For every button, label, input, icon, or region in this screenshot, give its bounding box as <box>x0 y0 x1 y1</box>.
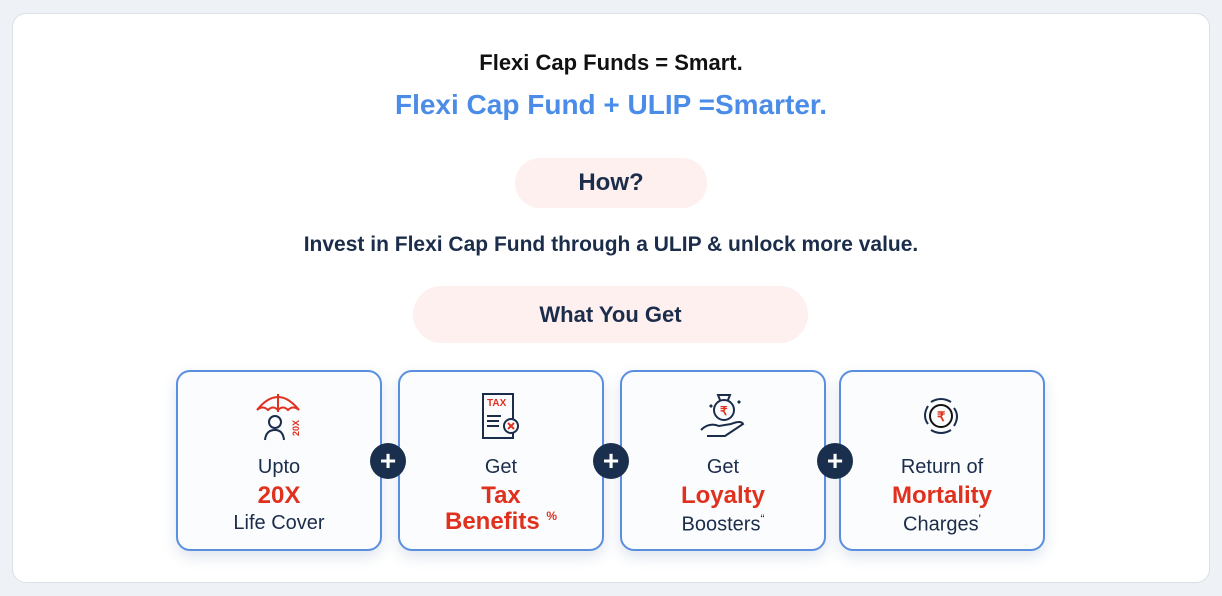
what-you-get-pill: What You Get <box>413 286 808 343</box>
benefit-card-life-cover: 20X Upto 20X Life Cover <box>176 370 382 551</box>
benefit-card-mortality: ₹ Return of Mortality Charges' <box>839 370 1045 551</box>
subheadline: Flexi Cap Fund + ULIP =Smarter. <box>394 89 828 120</box>
footnote-mark: ' <box>978 512 981 526</box>
footnote-mark: % <box>546 509 558 523</box>
card-line1: Upto <box>257 456 301 478</box>
plus-icon: + <box>817 443 853 479</box>
rupee-cycle-icon: ₹ <box>924 398 958 434</box>
svg-text:TAX: TAX <box>487 398 507 409</box>
invest-text: Invest in Flexi Cap Fund through a ULIP … <box>303 233 919 256</box>
benefit-card-loyalty: ₹ Get Loyalty Boosters“ <box>620 370 826 551</box>
card-line1: Return of <box>900 456 984 478</box>
card-line3: Life Cover <box>233 512 325 534</box>
umbrella-life-cover-icon: 20X <box>256 394 301 441</box>
card-highlight: Loyalty <box>680 482 766 509</box>
card-line1: Get <box>484 456 518 478</box>
card-line3: Benefits % <box>444 508 558 535</box>
card-line3: Boosters“ <box>681 512 765 536</box>
card-line1: Get <box>706 456 740 478</box>
headline: Flexi Cap Funds = Smart. <box>479 50 743 75</box>
card-highlight: Mortality <box>891 482 992 509</box>
money-bag-hand-icon: ₹ <box>700 394 745 437</box>
card-highlight: 20X <box>257 482 301 509</box>
plus-icon: + <box>593 443 629 479</box>
card-highlight: Tax <box>481 482 521 509</box>
svg-text:20X: 20X <box>291 420 301 436</box>
svg-text:₹: ₹ <box>720 404 728 418</box>
how-pill: How? <box>515 158 707 208</box>
card-line3: Charges' <box>903 512 981 536</box>
svg-text:₹: ₹ <box>937 409 946 424</box>
footnote-mark: “ <box>760 512 765 526</box>
plus-icon: + <box>370 443 406 479</box>
tax-document-icon: TAX <box>482 393 519 439</box>
benefit-card-tax: TAX Get Tax Benefits % <box>398 370 604 551</box>
